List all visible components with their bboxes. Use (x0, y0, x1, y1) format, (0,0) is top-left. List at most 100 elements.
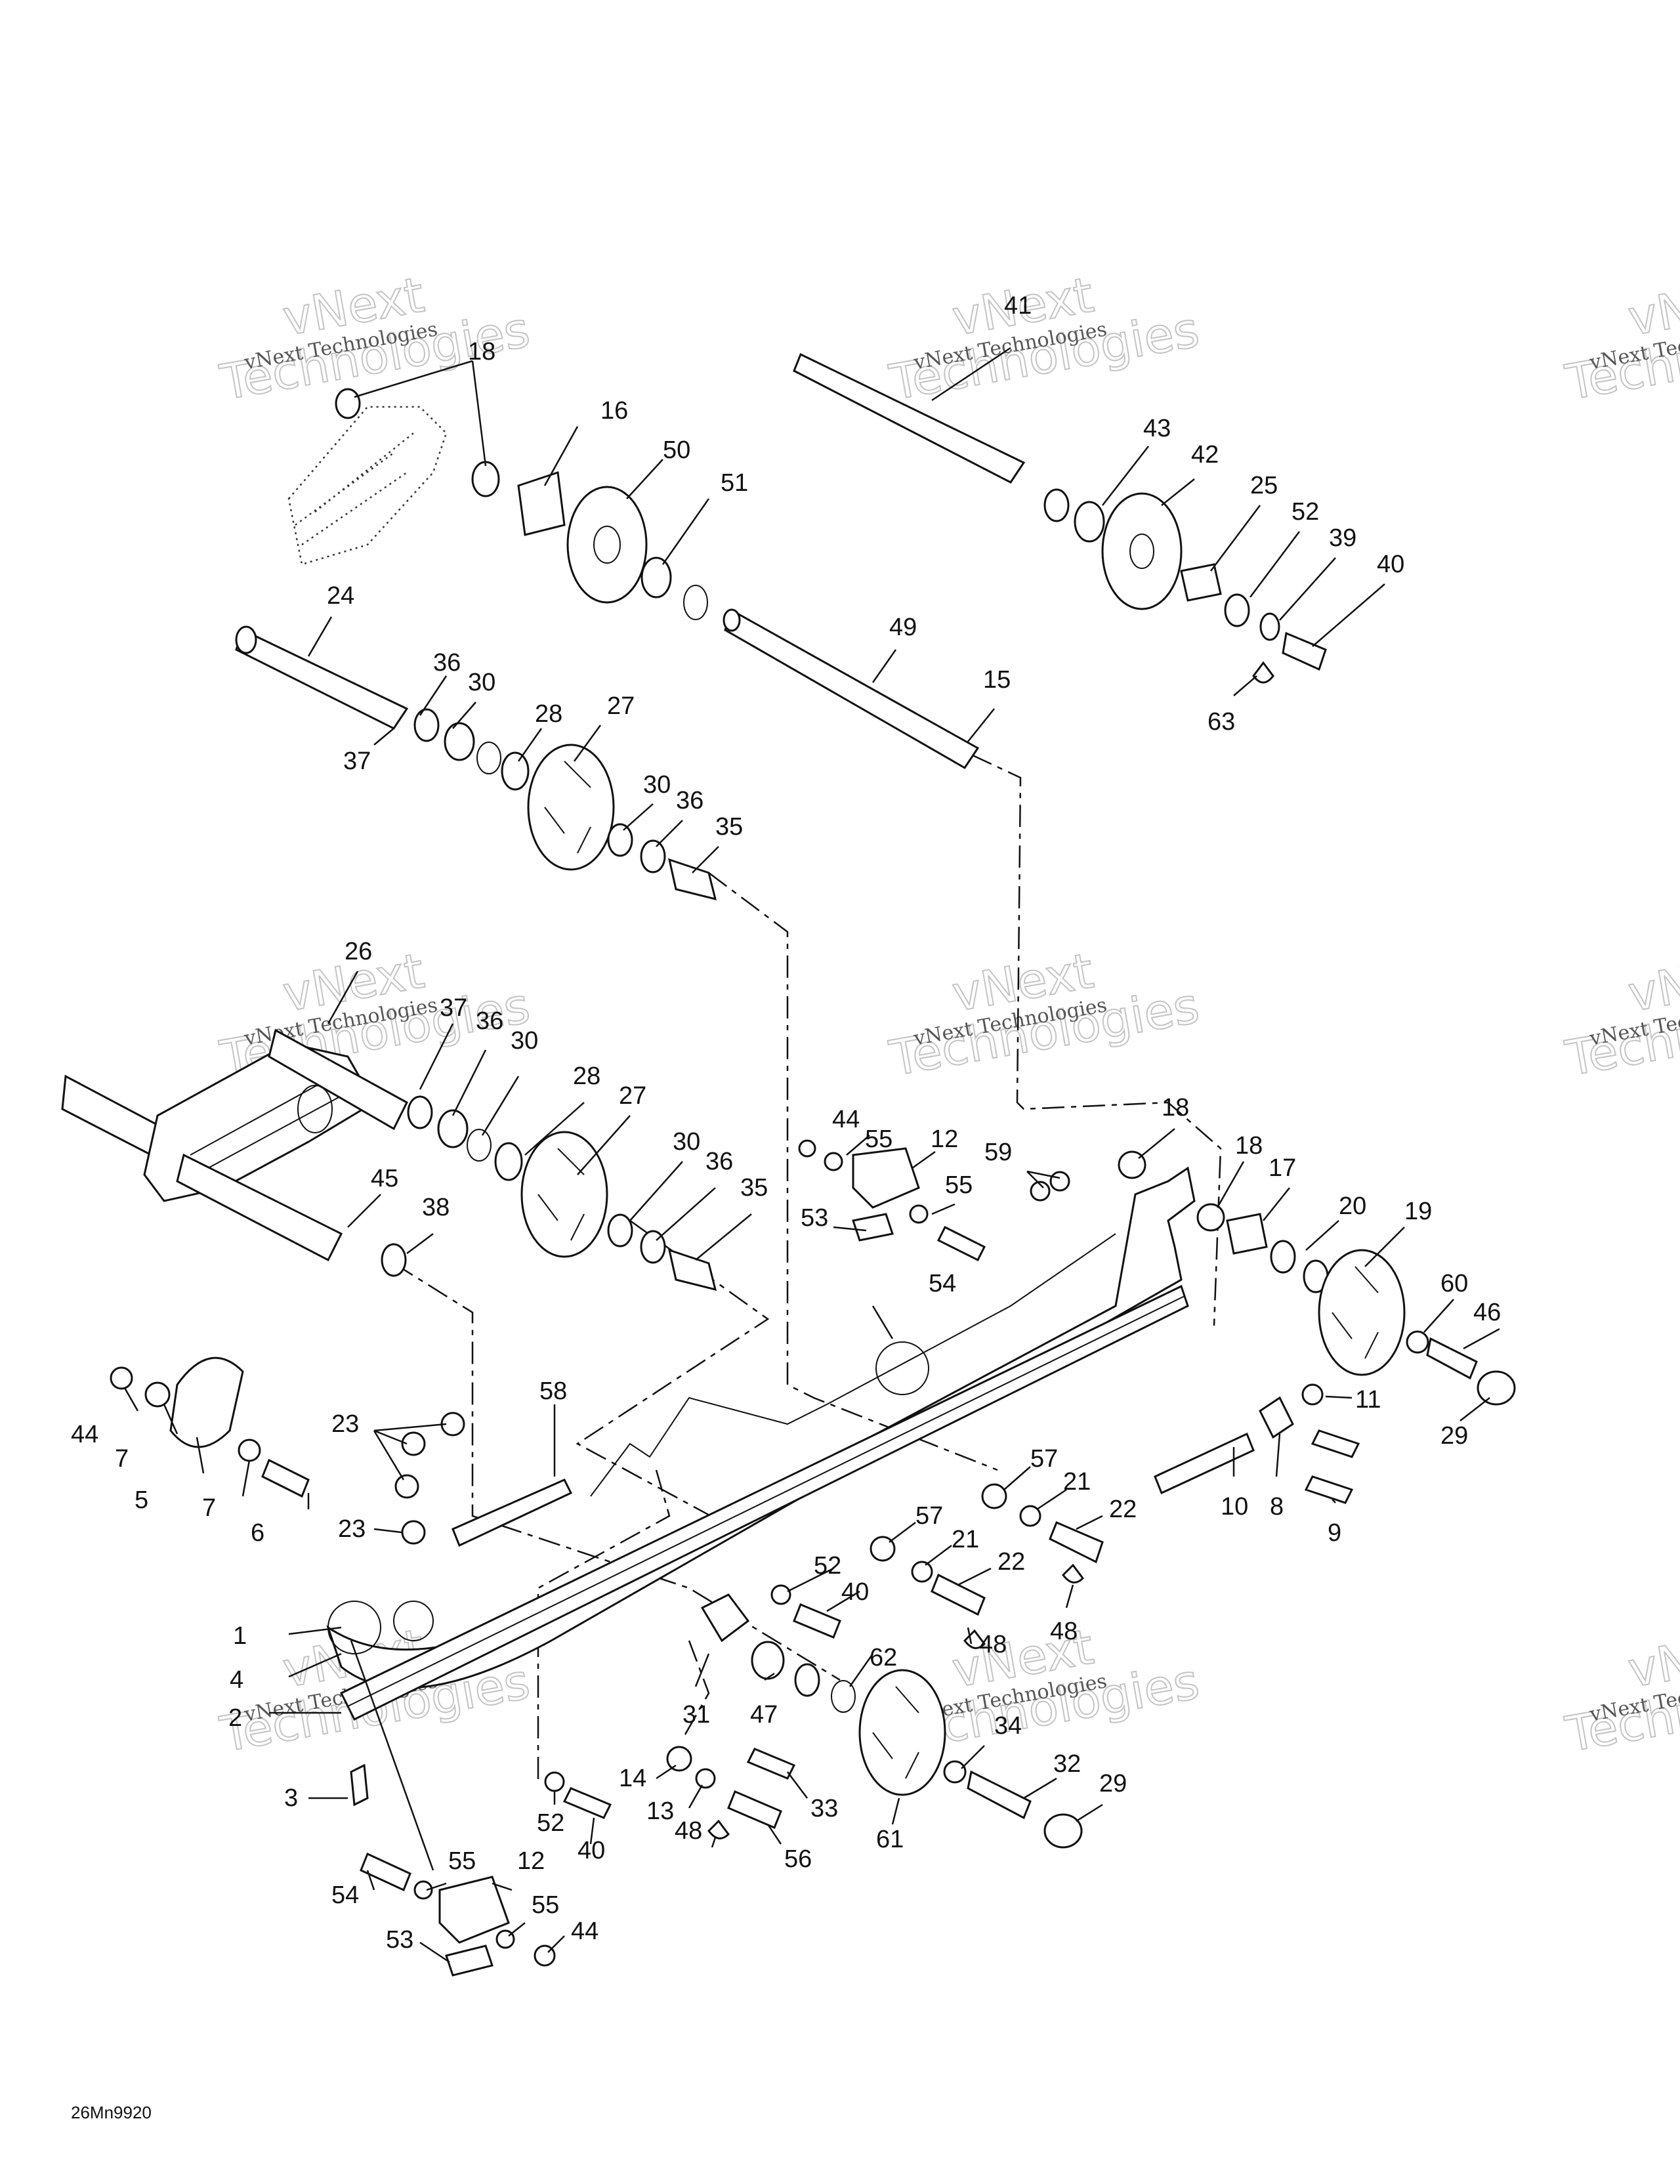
callout-52: 52 (537, 1809, 564, 1837)
callout-37: 37 (343, 747, 371, 775)
callout-9: 9 (1328, 1519, 1341, 1547)
callout-27: 27 (607, 692, 635, 720)
callout-56: 56 (784, 1845, 812, 1873)
watermark: vNext Technologies vNext Technologies (1561, 266, 1680, 412)
callout-59: 59 (984, 1139, 1012, 1166)
callout-17: 17 (1269, 1154, 1296, 1182)
svg-text:vNext: vNext (1624, 1619, 1680, 1699)
callout-40: 40 (578, 1837, 605, 1864)
callout-62: 62 (870, 1644, 897, 1671)
callout-18: 18 (468, 338, 495, 366)
callout-53: 53 (386, 1926, 413, 1954)
callout-61: 61 (876, 1826, 904, 1853)
callout-30: 30 (468, 669, 495, 696)
callout-29: 29 (1440, 1422, 1468, 1450)
callout-51: 51 (721, 469, 748, 497)
callout-4: 4 (230, 1666, 243, 1694)
callout-14: 14 (619, 1765, 646, 1792)
callout-1: 1 (233, 1622, 247, 1650)
hardware-parts (110, 1139, 1516, 1977)
callout-18: 18 (1235, 1132, 1263, 1160)
callout-60: 60 (1440, 1270, 1468, 1297)
callout-46: 46 (1473, 1299, 1501, 1326)
callout-57: 57 (1030, 1445, 1058, 1473)
svg-text:vNext: vNext (1624, 267, 1680, 347)
callout-32: 32 (1053, 1750, 1081, 1778)
callout-49: 49 (889, 614, 917, 641)
callout-20: 20 (1339, 1192, 1366, 1220)
callout-48: 48 (979, 1631, 1007, 1658)
watermark: vNext Technologies vNext Technologies (215, 266, 534, 412)
callout-30: 30 (673, 1128, 700, 1156)
callout-27: 27 (619, 1082, 646, 1110)
callout-28: 28 (573, 1062, 600, 1090)
callout-42: 42 (1191, 441, 1219, 469)
watermark: vNext Technologies vNext Technologies (885, 942, 1204, 1088)
callout-5: 5 (135, 1486, 148, 1514)
callout-8: 8 (1270, 1493, 1284, 1521)
callout-23: 23 (338, 1515, 366, 1543)
callout-30: 30 (643, 771, 671, 799)
callout-25: 25 (1250, 472, 1278, 499)
callout-2: 2 (228, 1704, 242, 1732)
callout-43: 43 (1143, 415, 1171, 442)
callout-52: 52 (814, 1552, 841, 1580)
callout-41: 41 (1004, 292, 1032, 320)
callout-52: 52 (1292, 498, 1319, 526)
callout-40: 40 (1377, 551, 1404, 578)
callout-21: 21 (952, 1526, 979, 1553)
idler-wheel-assembly-upper-left (287, 388, 708, 620)
callout-26: 26 (345, 938, 372, 965)
callout-24: 24 (327, 582, 354, 610)
callout-44: 44 (571, 1918, 598, 1945)
callout-57: 57 (915, 1502, 943, 1530)
callout-37: 37 (440, 994, 467, 1022)
callout-22: 22 (998, 1548, 1025, 1576)
callout-55: 55 (532, 1891, 559, 1919)
callout-16: 16 (600, 397, 628, 425)
callout-34: 34 (994, 1712, 1022, 1740)
callout-21: 21 (1063, 1468, 1091, 1496)
callout-63: 63 (1208, 708, 1235, 736)
callout-36: 36 (705, 1148, 733, 1175)
callout-6: 6 (251, 1519, 264, 1547)
callout-48: 48 (675, 1817, 702, 1845)
callout-50: 50 (663, 436, 690, 464)
callout-29: 29 (1099, 1770, 1127, 1797)
callout-23: 23 (331, 1410, 359, 1438)
callout-54: 54 (331, 1881, 359, 1909)
callout-30: 30 (511, 1027, 538, 1055)
upper-shaft-wheel-assembly (235, 608, 980, 901)
callout-labels: 18 16 50 51 41 43 42 25 52 39 40 63 24 3… (71, 292, 1501, 1954)
callout-39: 39 (1329, 524, 1356, 552)
callout-18: 18 (1162, 1094, 1189, 1122)
callout-55: 55 (865, 1125, 892, 1153)
callout-33: 33 (810, 1795, 838, 1822)
callout-45: 45 (371, 1165, 398, 1192)
callout-44: 44 (832, 1106, 860, 1133)
callout-47: 47 (750, 1701, 778, 1729)
callout-36: 36 (476, 1007, 503, 1035)
callout-53: 53 (801, 1204, 828, 1232)
leader-lines (123, 346, 1500, 1964)
callout-3: 3 (284, 1784, 298, 1812)
callout-55: 55 (448, 1847, 476, 1875)
callout-54: 54 (929, 1270, 956, 1297)
watermark-group: vNext Technologies vNext Technologies vN… (215, 266, 1680, 1764)
watermark: vNext Technologies vNext Technologies (885, 266, 1204, 412)
callout-19: 19 (1404, 1198, 1432, 1225)
callout-12: 12 (931, 1125, 958, 1153)
svg-text:vNext: vNext (1624, 943, 1680, 1023)
callout-36: 36 (676, 787, 704, 814)
callout-13: 13 (646, 1797, 674, 1825)
callout-35: 35 (715, 813, 743, 841)
watermark: vNext Technologies vNext Technologies (1561, 942, 1680, 1088)
callout-12: 12 (517, 1847, 545, 1875)
front-swing-arm-assembly (61, 1028, 717, 1292)
callout-22: 22 (1109, 1496, 1137, 1523)
callout-15: 15 (983, 666, 1011, 694)
callout-38: 38 (422, 1194, 450, 1221)
watermark: vNext Technologies vNext Technologies (1561, 1618, 1680, 1764)
callout-44: 44 (71, 1421, 98, 1448)
